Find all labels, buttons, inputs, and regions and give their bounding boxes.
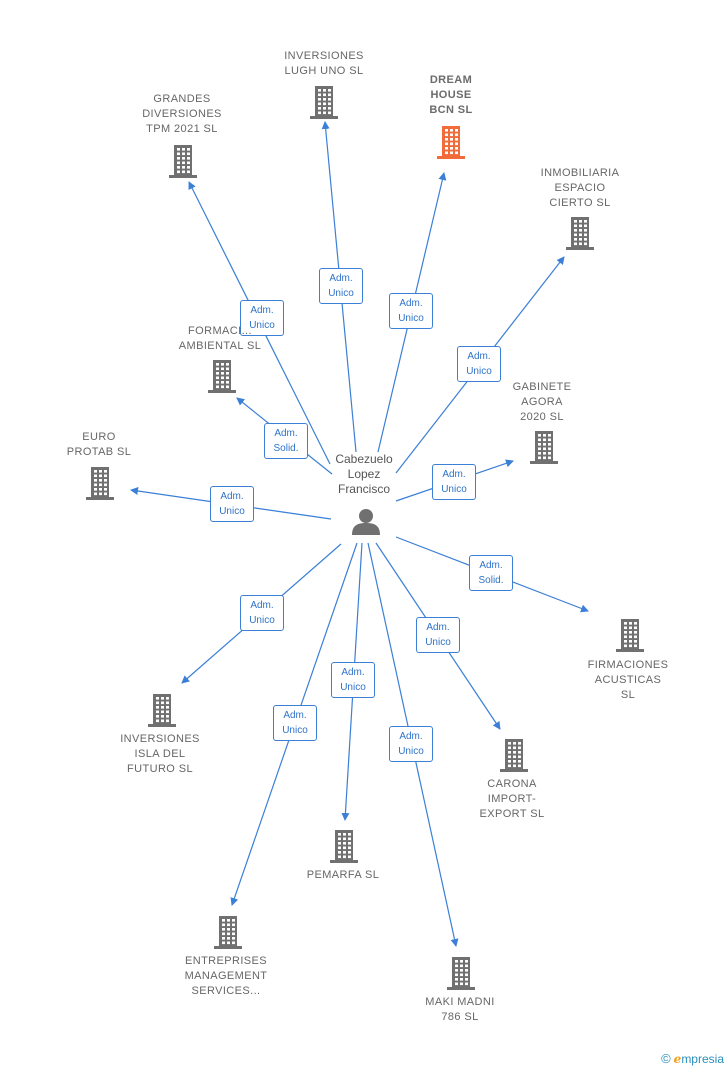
inversiones-isla-building-icon[interactable] — [145, 692, 179, 728]
company-label-dream-house-bcn[interactable]: DREAM HOUSE BCN SL — [429, 74, 473, 116]
relation-badge-dream-house-bcn[interactable]: Adm. Unico — [389, 293, 433, 329]
company-label-maki-madni[interactable]: MAKI MADNI 786 SL — [425, 996, 495, 1023]
euro-protab-building-icon[interactable] — [83, 465, 117, 501]
firmaciones-acusticas-building-icon[interactable] — [613, 617, 647, 653]
relation-badge-carona-import-export[interactable]: Adm. Unico — [416, 617, 460, 653]
company-label-carona-import-export[interactable]: CARONA IMPORT- EXPORT SL — [479, 778, 545, 820]
company-label-inversiones-isla[interactable]: INVERSIONES ISLA DEL FUTURO SL — [120, 733, 200, 775]
relation-badge-entreprises-management[interactable]: Adm. Unico — [273, 705, 317, 741]
relation-badge-formacion-ambiental[interactable]: Adm. Solid. — [264, 423, 308, 459]
inversiones-lugh-uno-building-icon[interactable] — [307, 84, 341, 120]
relation-badge-maki-madni[interactable]: Adm. Unico — [389, 726, 433, 762]
company-label-gabinete-agora[interactable]: GABINETE AGORA 2020 SL — [512, 381, 572, 423]
brand-name: mpresia — [681, 1052, 724, 1066]
pemarfa-building-icon[interactable] — [327, 828, 361, 864]
relation-badge-gabinete-agora[interactable]: Adm. Unico — [432, 464, 476, 500]
grandes-diversiones-building-icon[interactable] — [166, 143, 200, 179]
company-label-entreprises-management[interactable]: ENTREPRISES MANAGEMENT SERVICES... — [184, 955, 268, 997]
relation-badge-firmaciones-acusticas[interactable]: Adm. Solid. — [469, 555, 513, 591]
dream-house-bcn-building-icon[interactable] — [434, 124, 468, 160]
company-label-inversiones-lugh-uno[interactable]: INVERSIONES LUGH UNO SL — [284, 50, 364, 77]
relation-badge-inmobiliaria-espacio-cierto[interactable]: Adm. Unico — [457, 346, 501, 382]
formacion-ambiental-building-icon[interactable] — [205, 358, 239, 394]
inmobiliaria-espacio-cierto-building-icon[interactable] — [563, 215, 597, 251]
center-person-name[interactable]: Cabezuelo Lopez Francisco — [335, 452, 393, 496]
company-label-firmaciones-acusticas[interactable]: FIRMACIONES ACUSTICAS SL — [587, 659, 669, 701]
gabinete-agora-building-icon[interactable] — [527, 429, 561, 465]
carona-import-export-building-icon[interactable] — [497, 737, 531, 773]
relation-badge-inversiones-isla[interactable]: Adm. Unico — [240, 595, 284, 631]
relation-badge-pemarfa[interactable]: Adm. Unico — [331, 662, 375, 698]
company-label-formacion-ambiental[interactable]: FORMACI... AMBIENTAL SL — [178, 325, 262, 352]
company-label-euro-protab[interactable]: EURO PROTAB SL — [66, 431, 132, 458]
relation-badge-euro-protab[interactable]: Adm. Unico — [210, 486, 254, 522]
company-label-inmobiliaria-espacio-cierto[interactable]: INMOBILIARIA ESPACIO CIERTO SL — [540, 167, 620, 209]
company-label-grandes-diversiones[interactable]: GRANDES DIVERSIONES TPM 2021 SL — [142, 93, 222, 135]
copyright-icon: © — [661, 1051, 671, 1066]
relation-badge-inversiones-lugh-uno[interactable]: Adm. Unico — [319, 268, 363, 304]
relation-badge-grandes-diversiones[interactable]: Adm. Unico — [240, 300, 284, 336]
person-icon[interactable] — [351, 506, 381, 536]
entreprises-management-building-icon[interactable] — [211, 914, 245, 950]
brand-footer[interactable]: ©empresia — [661, 1051, 724, 1066]
maki-madni-building-icon[interactable] — [444, 955, 478, 991]
brand-logo-letter: e — [673, 1052, 682, 1066]
company-label-pemarfa[interactable]: PEMARFA SL — [306, 869, 380, 881]
